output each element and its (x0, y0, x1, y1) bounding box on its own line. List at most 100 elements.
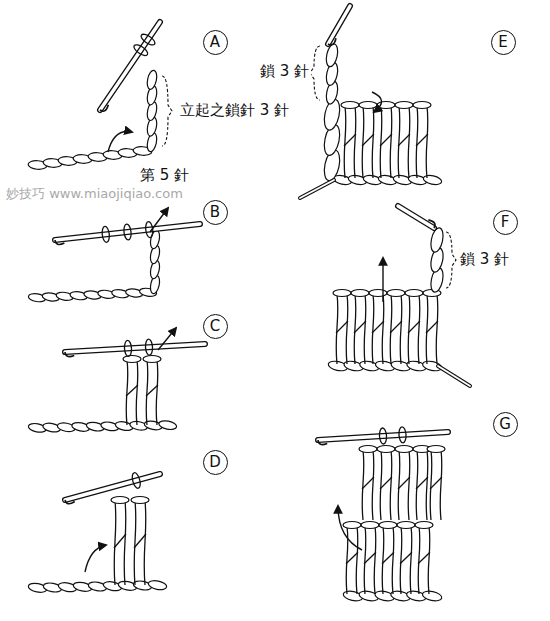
chain-link (158, 419, 177, 430)
stitch-bar (114, 534, 126, 548)
step-letter: G (499, 417, 511, 432)
step-letter: A (210, 35, 220, 50)
stitch-bar (416, 134, 428, 146)
yarn-loop (379, 428, 387, 444)
step-letter-circle: E (491, 30, 516, 55)
stitch-bar (346, 552, 358, 564)
stitch-strand (382, 294, 384, 364)
yarn-tail-inner (438, 366, 470, 386)
direction-arrow (108, 131, 132, 152)
yarn-loop (101, 226, 110, 243)
stitch-strand (336, 294, 338, 364)
stitch-bar (380, 477, 392, 489)
stitch-strand (146, 360, 148, 425)
stitch-bar (390, 321, 402, 333)
stitch-bar (362, 134, 374, 146)
callout-label: 第 5 針 (138, 166, 191, 184)
stitch-top-loop (405, 290, 423, 297)
bracket (162, 76, 172, 146)
step-letter: E (498, 35, 507, 50)
stitch-strand (430, 450, 432, 520)
stitch-strand (124, 501, 126, 585)
yarn-tail (300, 180, 334, 198)
stitch-top-loop (413, 102, 431, 109)
stitch-top-loop (333, 290, 351, 297)
stitch-bar (398, 477, 410, 489)
stitch-top-loop (143, 356, 161, 363)
stitch-bar (380, 134, 392, 146)
stitch-strand (354, 294, 356, 364)
hook-shaft (55, 224, 200, 240)
stitch-strand (136, 360, 138, 425)
hook-shaft (100, 22, 160, 110)
stitch-strand (382, 526, 384, 594)
hook-tip (318, 440, 327, 445)
hook-tip (65, 500, 75, 504)
stitch-strand (426, 294, 428, 364)
yarn-loop (132, 43, 149, 58)
yarn-loop (124, 340, 132, 356)
stitch-bar (398, 134, 410, 146)
stitch-strand (418, 294, 420, 364)
stitch-top-loop (379, 522, 397, 529)
stitch-strand (126, 360, 128, 425)
stitch-strand (408, 450, 410, 520)
direction-arrow (150, 208, 168, 232)
stitch-strand (408, 106, 410, 178)
step-letter-circle: F (493, 210, 518, 235)
stitch-bar (134, 534, 146, 548)
stitch-top-loop (395, 446, 413, 453)
stitch-bar (344, 134, 356, 146)
stitch-bar (126, 385, 138, 396)
stitch-top-loop (395, 102, 413, 109)
chain-link (148, 579, 168, 591)
stitch-strand (416, 106, 418, 178)
stitch-strand (362, 450, 364, 520)
stitch-bar (362, 477, 374, 489)
stitch-strand (426, 106, 428, 178)
stitch-bar (416, 477, 428, 489)
stitch-top-loop (131, 497, 149, 504)
stitch-strand (390, 450, 392, 520)
stitch-strand (356, 526, 358, 594)
stitch-top-loop (415, 522, 433, 529)
hook-shaft (398, 206, 434, 228)
stitch-bar (400, 552, 412, 564)
direction-arrow (382, 258, 383, 302)
stitch-strand (372, 106, 374, 178)
stitch-strand (114, 501, 116, 585)
stitch-strand (372, 450, 374, 520)
yarn-tail-inner (300, 180, 334, 198)
stitch-top-loop (359, 102, 377, 109)
stitch-strand (144, 501, 146, 585)
stitch-strand (418, 526, 420, 594)
stitch-strand (390, 294, 392, 364)
bracket (446, 232, 456, 288)
hook-outline (328, 6, 350, 44)
stitch-top-loop (427, 446, 445, 453)
stitch-bar (336, 321, 348, 333)
yarn-loop (123, 224, 132, 241)
stitch-bar (354, 321, 366, 333)
stitch-top-loop (377, 446, 395, 453)
hook-shaft (65, 474, 160, 500)
stitch-strand (372, 294, 374, 364)
yarn-loop (145, 339, 153, 355)
stitch-strand (374, 526, 376, 594)
stitch-strand (362, 106, 364, 178)
stitch-strand (364, 294, 366, 364)
callout-label: 鎖 3 針 (258, 62, 311, 80)
stitch-bar (372, 321, 384, 333)
step-letter-circle: D (203, 450, 228, 475)
hook-tip (328, 38, 336, 45)
stitch-top-loop (341, 102, 359, 109)
hook-tip (65, 352, 74, 357)
hook-outline (65, 344, 205, 352)
step-letter: F (501, 215, 510, 230)
stitch-strand (390, 106, 392, 178)
step-letter-circle: G (493, 412, 518, 437)
stitch-strand (354, 106, 356, 178)
stitch-top-loop (397, 522, 415, 529)
